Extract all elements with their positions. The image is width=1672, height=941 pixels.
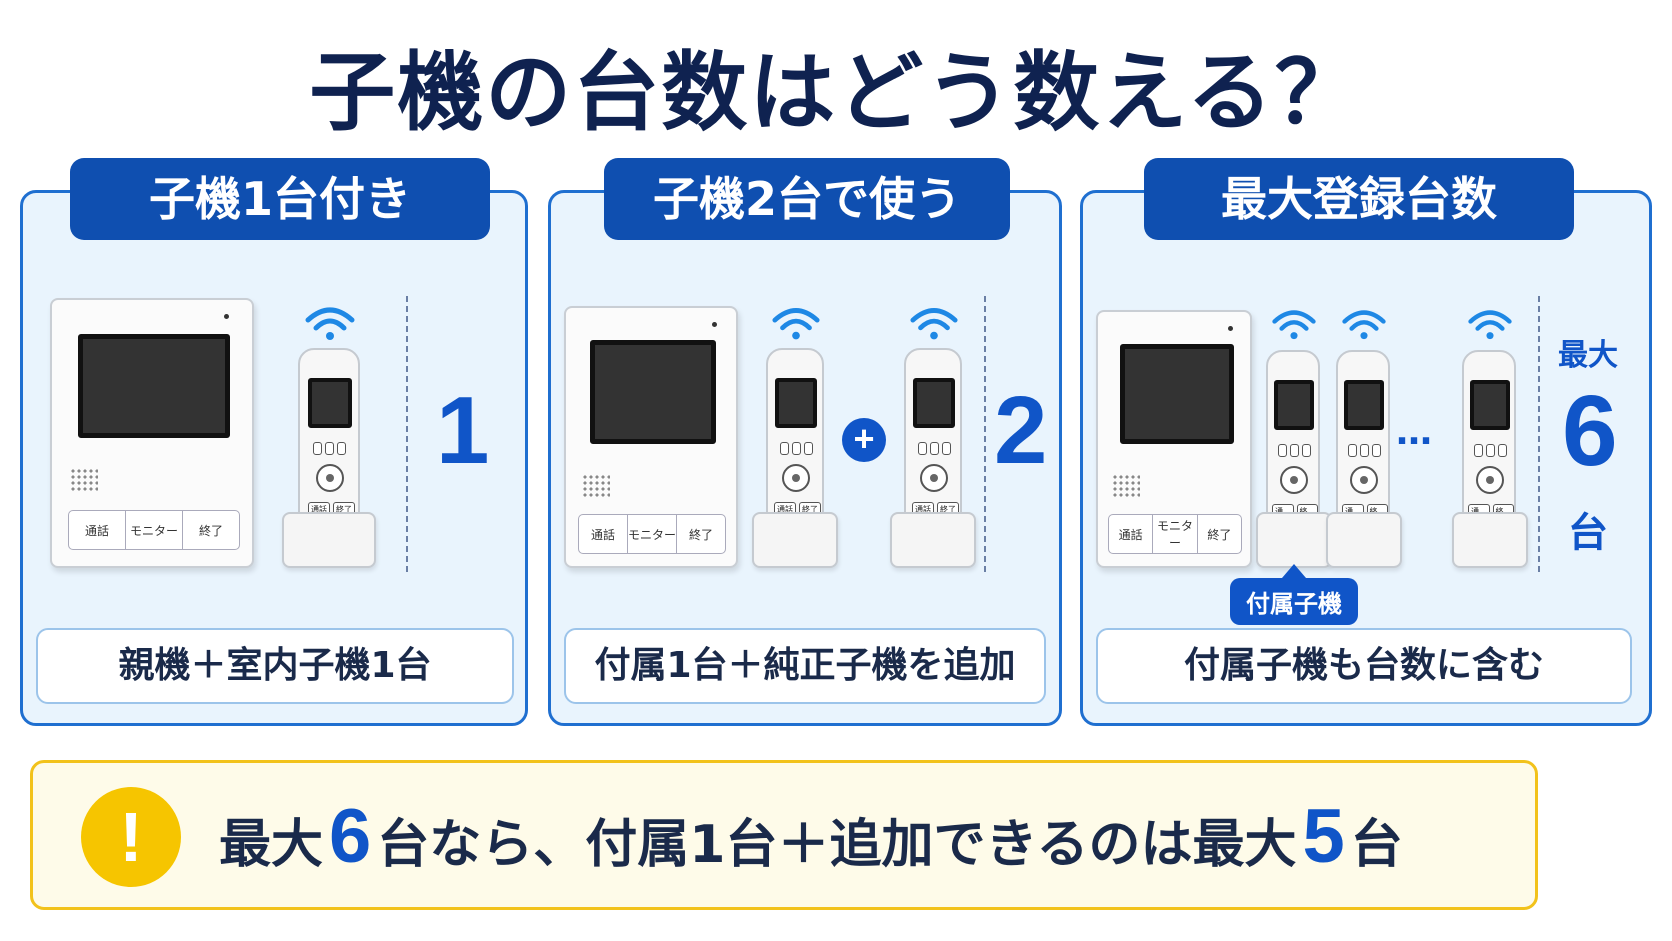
indicator-dot <box>712 322 717 327</box>
monitor-screen <box>78 334 230 438</box>
wifi-icon <box>1342 310 1386 340</box>
max-label: 最大 <box>1558 338 1618 373</box>
panel-three-heading: 最大登録台数 <box>1144 158 1574 240</box>
dpad-icon <box>782 464 810 492</box>
handset-body: 通話 終了 <box>904 348 962 528</box>
wifi-icon <box>1272 310 1316 340</box>
wifi-icon <box>772 308 820 340</box>
plus-icon: + <box>842 418 886 462</box>
monitor-screen <box>590 340 716 444</box>
handset: 通話 終了 <box>1256 308 1332 568</box>
wifi-icon <box>910 308 958 340</box>
handset: 通話 終了 <box>752 306 840 568</box>
notice-number-add: 5 <box>1302 794 1345 879</box>
handset-keypad <box>780 442 813 455</box>
speaker-grille-icon <box>582 474 610 498</box>
speaker-grille-icon <box>70 468 98 492</box>
ellipsis: … <box>1396 412 1436 453</box>
indicator-dot <box>1228 326 1233 331</box>
panel-three-caption: 付属子機も台数に含む <box>1096 628 1632 704</box>
charging-cradle <box>282 512 376 568</box>
accessory-handset-tag: 付属子機 <box>1230 578 1358 625</box>
notice-part3: 最大 <box>1192 815 1297 875</box>
base-monitor: 通話 モニター 終了 <box>50 298 254 568</box>
handset-screen <box>913 378 955 428</box>
dpad-icon <box>1476 466 1504 494</box>
panel-two-heading: 子機2台で使う <box>604 158 1010 240</box>
handset: 通話 終了 <box>890 306 978 568</box>
divider-line <box>1538 296 1540 572</box>
dpad-icon <box>316 464 344 492</box>
monitor-button-row: 通話 モニター 終了 <box>68 510 240 550</box>
wifi-icon <box>1468 310 1512 340</box>
charging-cradle <box>890 512 976 568</box>
handset-body: 通話 終了 <box>1462 350 1516 532</box>
notice-part4: 台 <box>1350 815 1403 875</box>
charging-cradle <box>1452 512 1528 568</box>
notice-part1: 最大 <box>219 815 324 875</box>
end-button[interactable]: 終了 <box>1207 527 1232 542</box>
page-title: 子機の台数はどう数える？ <box>309 43 1363 143</box>
handset-body: 通話 終了 <box>298 348 360 528</box>
handset: 通話 終了 <box>1326 308 1402 568</box>
monitor-button[interactable]: モニター <box>126 511 183 549</box>
handset-screen <box>1274 380 1314 430</box>
handset-body: 通話 終了 <box>766 348 824 528</box>
handset-screen <box>308 378 352 428</box>
speaker-grille-icon <box>1112 474 1140 498</box>
max-count: 6 <box>1562 375 1618 487</box>
charging-cradle <box>752 512 838 568</box>
end-button[interactable]: 終了 <box>688 527 713 542</box>
talk-button[interactable]: 通話 <box>579 515 628 553</box>
handset-keypad <box>918 442 951 455</box>
handset: 通話 終了 <box>282 306 378 568</box>
talk-button[interactable]: 通話 <box>69 511 126 549</box>
charging-cradle <box>1326 512 1402 568</box>
panel-one-caption: 親機＋室内子機1台 <box>36 628 514 704</box>
notice-number-max: 6 <box>329 794 372 879</box>
handset-screen <box>775 378 817 428</box>
handset: 通話 終了 <box>1452 308 1528 568</box>
dpad-icon <box>1350 466 1378 494</box>
handset-screen <box>1344 380 1384 430</box>
indicator-dot <box>224 314 229 319</box>
divider-line <box>984 296 986 572</box>
handset-keypad <box>1348 444 1381 457</box>
talk-button[interactable]: 通話 <box>1109 515 1154 553</box>
monitor-button[interactable]: モニター <box>628 515 677 553</box>
monitor-button[interactable]: モニター <box>1153 515 1198 553</box>
handset-screen <box>1470 380 1510 430</box>
warning-icon: ! <box>81 787 181 887</box>
dpad-icon <box>920 464 948 492</box>
handset-count: 2 <box>994 377 1048 484</box>
handset-keypad <box>313 442 346 455</box>
handset-body: 通話 終了 <box>1336 350 1390 532</box>
base-monitor: 通話 モニター 終了 <box>1096 310 1252 568</box>
handset-keypad <box>1278 444 1311 457</box>
handset-keypad <box>1474 444 1507 457</box>
charging-cradle <box>1256 512 1332 568</box>
monitor-button-row: 通話 モニター 終了 <box>578 514 726 554</box>
handset-count: 1 <box>436 377 490 484</box>
handset-body: 通話 終了 <box>1266 350 1320 532</box>
wifi-icon <box>305 307 355 340</box>
monitor-screen <box>1120 344 1234 444</box>
notice-part2: 台なら、付属1台＋追加できるのは <box>377 815 1193 875</box>
panel-two-caption: 付属1台＋純正子機を追加 <box>564 628 1046 704</box>
divider-line <box>406 296 408 572</box>
end-button[interactable]: 終了 <box>198 523 223 538</box>
base-monitor: 通話 モニター 終了 <box>564 306 738 568</box>
panel-one-heading: 子機1台付き <box>70 158 490 240</box>
dpad-icon <box>1280 466 1308 494</box>
max-unit: 台 <box>1568 510 1608 556</box>
monitor-button-row: 通話 モニター 終了 <box>1108 514 1242 554</box>
